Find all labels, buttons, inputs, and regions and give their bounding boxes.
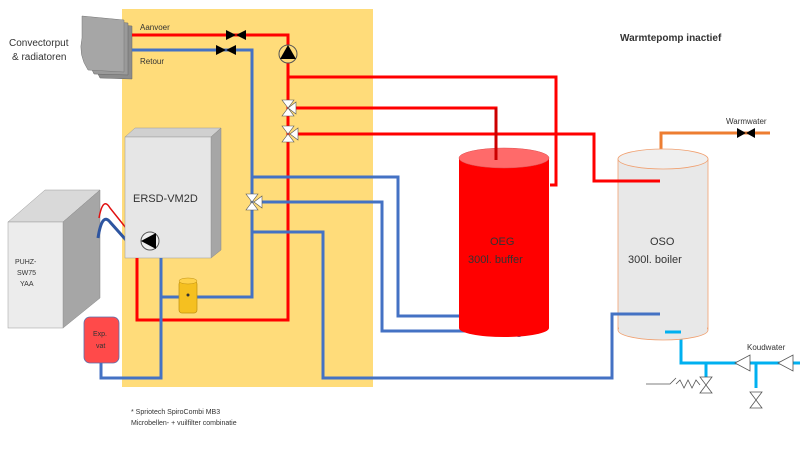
exp-label-2: vat xyxy=(96,343,105,350)
convector-label-1: Convectorput xyxy=(9,38,69,49)
buffer-label-2: 300l. buffer xyxy=(468,254,523,266)
indoor-unit-label: ERSD-VM2D xyxy=(133,193,198,205)
boiler-label-1: OSO xyxy=(650,236,675,248)
outdoor-label-3: YAA xyxy=(20,281,34,288)
outdoor-unit xyxy=(7,189,101,329)
boiler-tank xyxy=(617,148,709,341)
three-way-valve-icon[interactable] xyxy=(245,193,263,211)
valve-icon[interactable] xyxy=(216,45,236,55)
warmwater-label: Warmwater xyxy=(726,117,767,126)
check-valve-icon[interactable] xyxy=(734,354,751,372)
convector-label-2: & radiatoren xyxy=(12,52,66,63)
footnote-line-2: Microbellen- + vuilfilter combinatie xyxy=(131,420,237,427)
outdoor-return-line xyxy=(96,217,128,241)
status-title: Warmtepomp inactief xyxy=(620,33,722,44)
footnote-line-1: * Spriotech SpiroCombi MB3 xyxy=(131,409,220,416)
boiler-label-2: 300l. boiler xyxy=(628,254,682,266)
outdoor-label-2: SW75 xyxy=(17,270,36,277)
pump-icon[interactable] xyxy=(278,44,298,64)
valve-icon[interactable] xyxy=(226,30,246,40)
three-way-valve-icon[interactable] xyxy=(281,99,297,117)
filter-icon xyxy=(178,277,198,314)
cold-water-pipes xyxy=(665,330,800,388)
buffer-tank xyxy=(458,147,550,337)
indoor-unit xyxy=(124,127,222,259)
exp-label-1: Exp. xyxy=(93,331,107,338)
safety-valve-icon[interactable] xyxy=(646,376,713,394)
koudwater-label: Koudwater xyxy=(747,343,786,352)
outdoor-supply-line xyxy=(98,203,127,229)
check-valve-icon[interactable] xyxy=(777,354,794,372)
convector-radiator-icon xyxy=(80,15,133,80)
drain-valve-icon[interactable] xyxy=(749,391,763,409)
pump-icon[interactable] xyxy=(140,231,160,251)
aanvoer-label: Aanvoer xyxy=(140,23,170,32)
buffer-label-1: OEG xyxy=(490,236,514,248)
valve-icon[interactable] xyxy=(737,128,755,138)
retour-label: Retour xyxy=(140,57,164,66)
outdoor-label-1: PUHZ- xyxy=(15,259,37,266)
expansion-vessel xyxy=(83,316,120,364)
three-way-valve-icon[interactable] xyxy=(281,125,299,143)
